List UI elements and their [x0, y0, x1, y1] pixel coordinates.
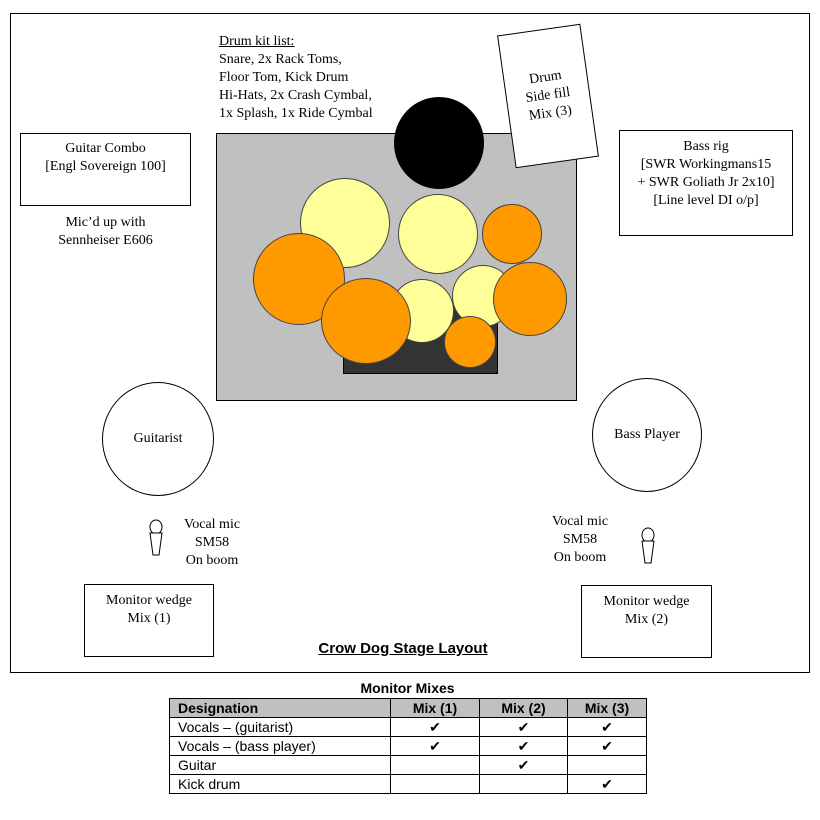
monitor-wedge-left: Monitor wedge Mix (1) [84, 584, 214, 657]
microphone-icon [641, 527, 655, 564]
mix-1-check [390, 774, 480, 794]
monitor-mixes-table: Designation Mix (1) Mix (2) Mix (3) Voca… [169, 698, 647, 794]
microphone-icon [149, 519, 163, 556]
bass-player-label: Bass Player [614, 427, 680, 442]
row-designation: Vocals – (guitarist) [169, 717, 391, 737]
bass-rig: Bass rig [SWR Workingmans15 + SWR Goliat… [619, 130, 793, 236]
table-row: Guitar ✔ [169, 755, 647, 775]
bass-player-position: Bass Player [592, 378, 702, 492]
table-row: Vocals – (bass player) ✔ ✔ ✔ [169, 736, 647, 756]
mix-3-check: ✔ [567, 736, 647, 756]
guitarist-position: Guitarist [102, 382, 214, 496]
mix-3-check: ✔ [567, 717, 647, 737]
stage-layout-title: Crow Dog Stage Layout [318, 640, 488, 657]
mix-1-check: ✔ [390, 717, 480, 737]
monitor-wedge-right: Monitor wedge Mix (2) [581, 585, 712, 658]
guitar-combo-label: Guitar Combo [Engl Sovereign 100] [45, 141, 166, 174]
vocal-mic-right-label: Vocal mic SM58 On boom [551, 514, 609, 565]
drum-side-fill-label: Drum Side fill Mix (3) [524, 67, 573, 124]
drum-kit-list-title: Drum kit list: [219, 34, 295, 49]
hi-hat-cymbal [300, 178, 390, 268]
table-row: Kick drum ✔ [169, 774, 647, 794]
row-designation: Vocals – (bass player) [169, 736, 391, 756]
column-header: Mix (1) [390, 698, 480, 718]
guitarist-label: Guitarist [133, 431, 183, 446]
mix-2-check [479, 774, 568, 794]
crash-cymbal-right [493, 262, 567, 336]
floor-tom [444, 316, 496, 368]
guitar-combo-amp: Guitar Combo [Engl Sovereign 100] [20, 133, 191, 206]
mix-2-check: ✔ [479, 717, 568, 737]
row-designation: Kick drum [169, 774, 391, 794]
monitor-wedge-left-label: Monitor wedge Mix (1) [106, 593, 192, 626]
column-header: Mix (2) [479, 698, 568, 718]
splash-cymbal [482, 204, 542, 264]
table-row: Vocals – (guitarist) ✔ ✔ ✔ [169, 717, 647, 737]
bass-rig-label: Bass rig [SWR Workingmans15 + SWR Goliat… [637, 139, 775, 208]
mix-1-check: ✔ [390, 736, 480, 756]
row-designation: Guitar [169, 755, 391, 775]
drum-kit-line: Snare, 2x Rack Toms, [219, 52, 342, 67]
monitor-mixes-title: Monitor Mixes [360, 680, 455, 696]
mix-3-check: ✔ [567, 774, 647, 794]
monitor-wedge-right-label: Monitor wedge Mix (2) [603, 594, 690, 627]
kick-drum [394, 97, 484, 189]
stage-area [10, 13, 810, 673]
mix-2-check: ✔ [479, 755, 568, 775]
column-header: Mix (3) [567, 698, 647, 718]
mix-1-check [390, 755, 480, 775]
vocal-mic-left-label: Vocal mic SM58 On boom [183, 517, 241, 568]
drum-kit-line: Hi-Hats, 2x Crash Cymbal, [219, 88, 372, 103]
mix-2-check: ✔ [479, 736, 568, 756]
crash-cymbal-left [253, 233, 345, 325]
mix-3-check [567, 755, 647, 775]
guitar-mic-note: Mic’d up with Sennheiser E606 [58, 215, 153, 248]
column-header: Designation [169, 698, 391, 718]
table-header-row: Designation Mix (1) Mix (2) Mix (3) [169, 698, 647, 718]
ride-cymbal [321, 278, 411, 364]
drum-kit-list: Drum kit list: Snare, 2x Rack Toms, Floo… [219, 33, 373, 123]
drum-kit-line: Floor Tom, Kick Drum [219, 70, 349, 85]
rack-tom-1 [398, 194, 478, 274]
drum-kit-line: 1x Splash, 1x Ride Cymbal [219, 106, 373, 121]
